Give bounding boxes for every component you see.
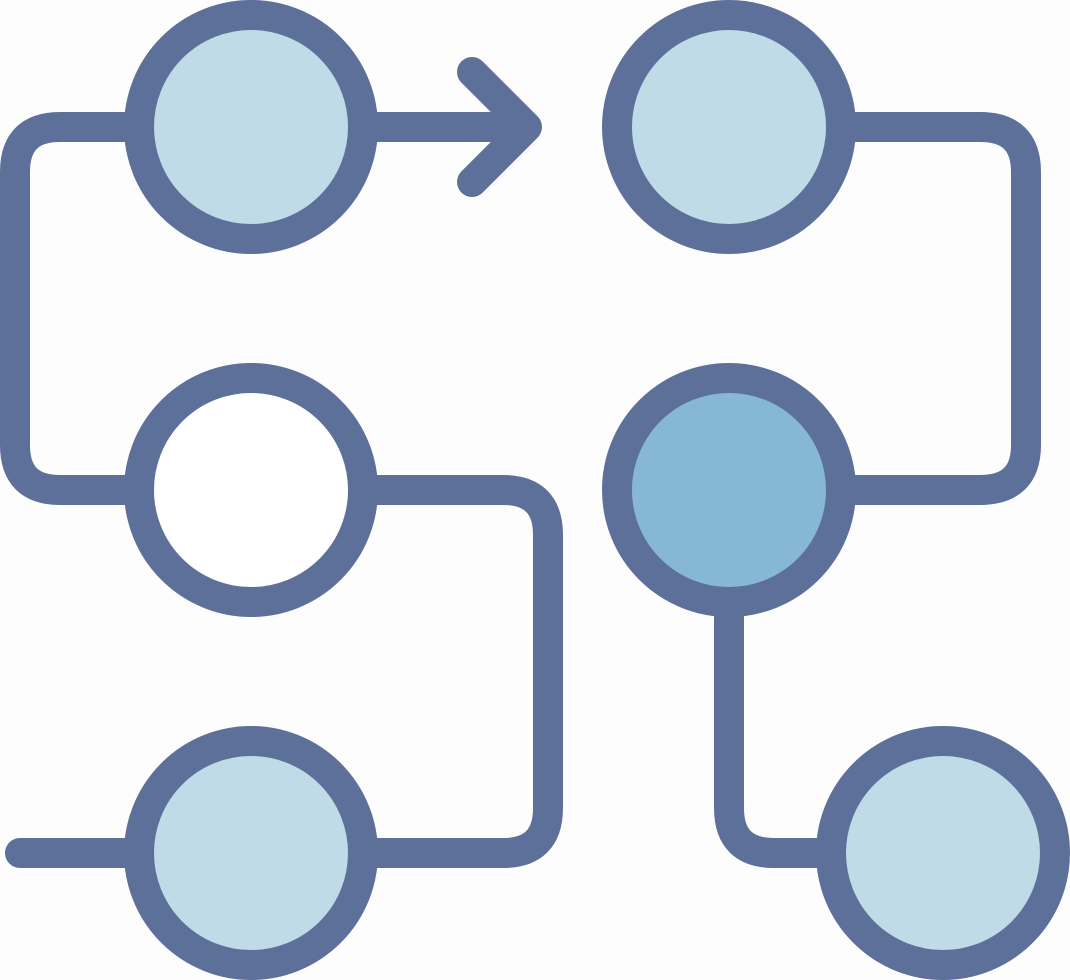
node-bottom-right [816,726,1070,980]
node-middle-left [124,363,378,617]
connector-middle-left-to-top-left [0,112,155,505]
node-bottom-left [124,726,378,980]
node-top-left [124,0,378,254]
arrow-head-icon [457,57,542,197]
connector-bottom-left-to-middle-left [350,475,563,868]
connector-middle-right-to-bottom-right [714,589,846,868]
node-top-right [602,0,856,254]
node-middle-right [602,363,856,617]
connector-top-right-to-middle-right [826,112,1041,505]
